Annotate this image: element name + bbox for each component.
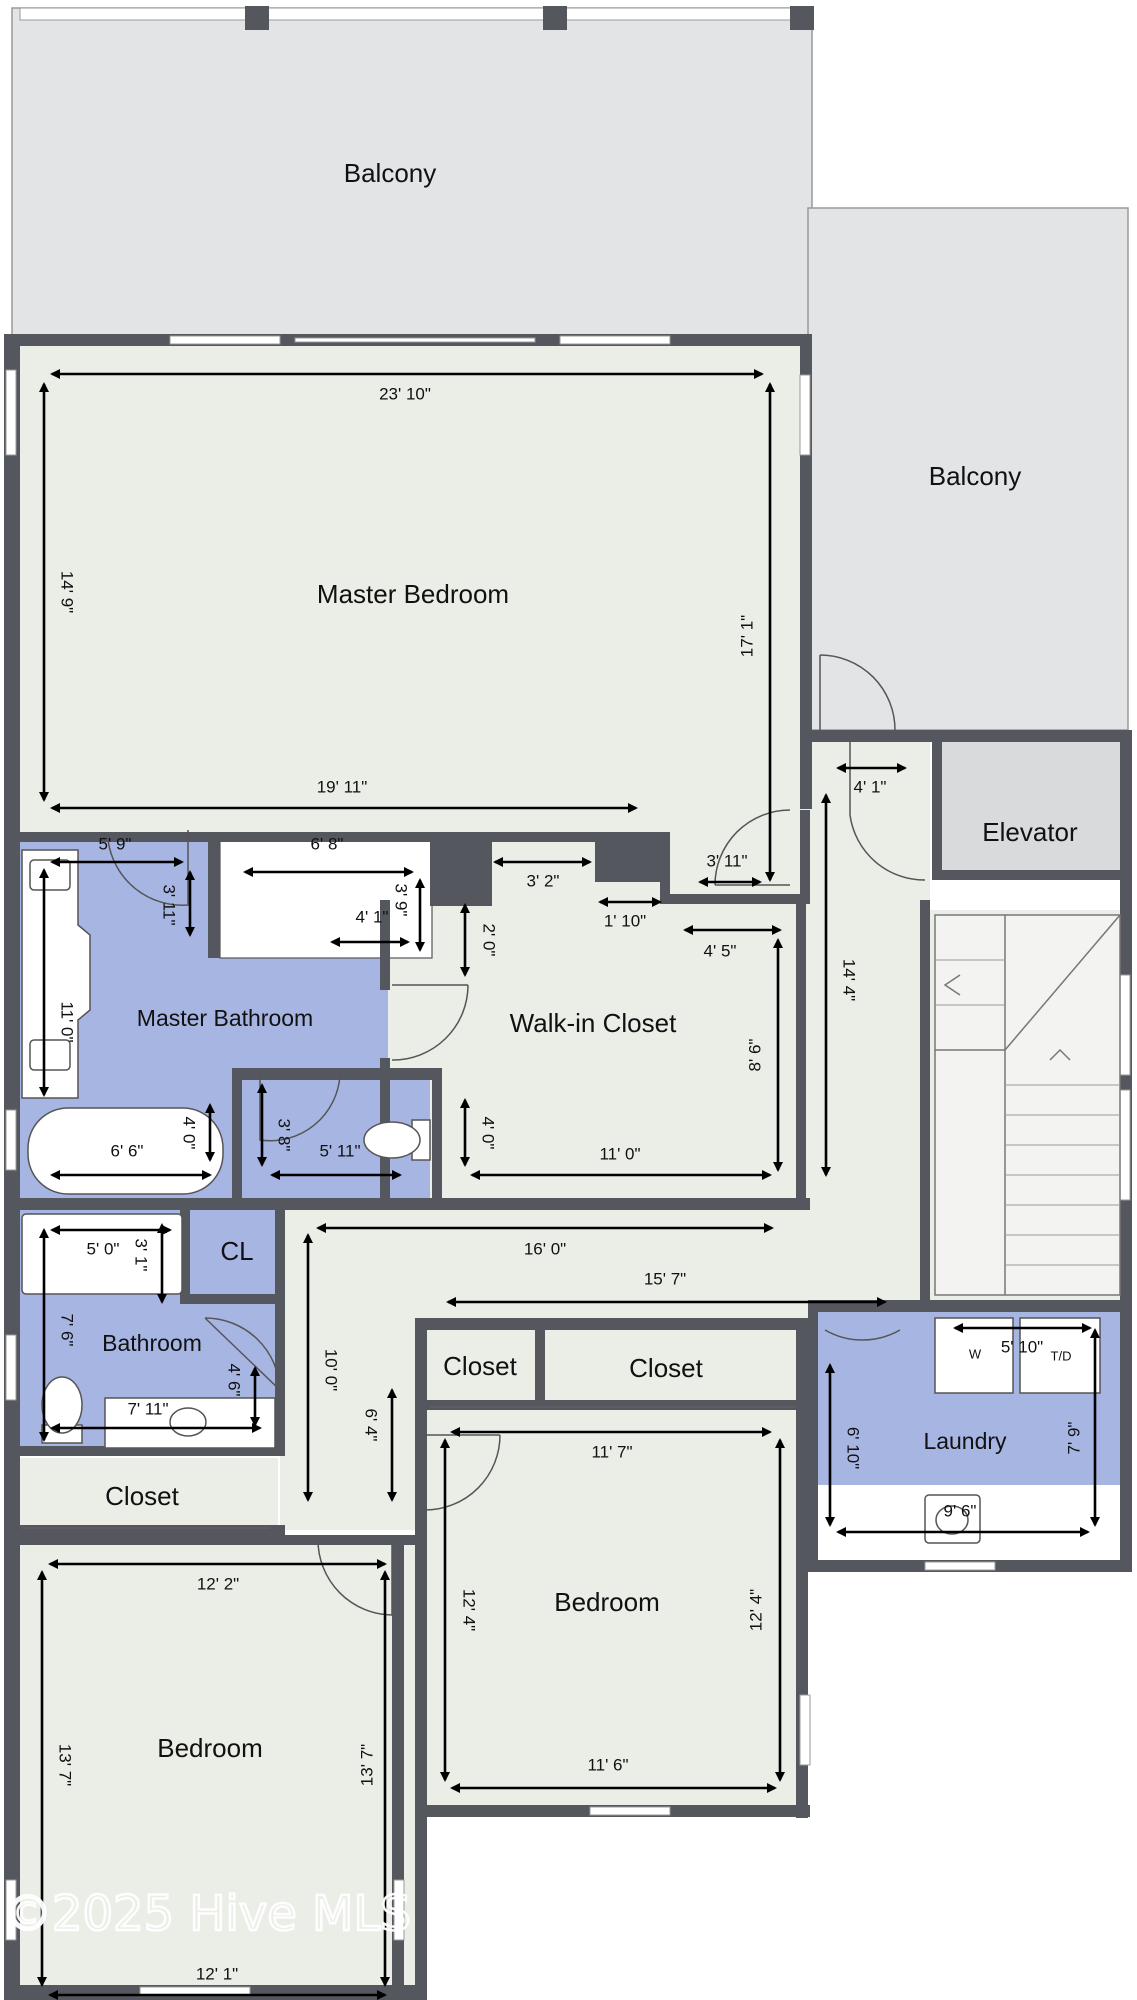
dim-mb-height-left: 14' 9" [58,571,77,613]
dim-tub-height: 4' 0" [180,1117,199,1150]
windows [5,335,1131,1996]
dim-bed-l-bottom: 12' 1" [196,1964,238,1983]
dimension-arrows [37,369,1100,2000]
dim-laundry-width: 9' 6" [944,1501,977,1520]
dim-mb-width-top: 23' 10" [379,384,431,403]
dim-bed-l-top: 12' 2" [197,1574,239,1593]
room-labels: Balcony Balcony Master Bedroom Master Ba… [102,158,1078,1763]
doors [107,654,926,1616]
room-label-balcony-right: Balcony [929,461,1022,491]
elevator-floor [938,740,1120,878]
dim-bath-height: 7' 6" [58,1314,77,1347]
room-label-balcony-top: Balcony [344,158,437,188]
room-label-closet-a: Closet [443,1351,517,1381]
dim-hall-width-top: 16' 0" [524,1239,566,1258]
dim-hall-width-bottom: 15' 7" [644,1269,686,1288]
dim-bed-r-bottom: 11' 6" [587,1755,628,1774]
room-label-elevator: Elevator [982,817,1078,847]
dim-mbath-vanity-depth: 3' 11" [160,884,179,925]
dim-laundry-right: 7' 9" [1064,1422,1083,1455]
dim-mb-height-right: 17' 1" [737,615,756,657]
dim-bath-door: 4' 6" [225,1364,244,1397]
dim-wic-right-top: 4' 5" [704,941,737,960]
dim-hall-vertical: 10' 0" [322,1349,341,1391]
label-dryer: T/D [1051,1348,1072,1363]
dim-bed-r-right: 12' 4" [746,1589,765,1631]
room-label-bathroom: Bathroom [102,1330,202,1356]
dim-wic-top: 3' 2" [527,871,560,890]
dim-wic-bottom-left: 4' 0" [479,1117,498,1150]
room-label-master-bedroom: Master Bedroom [317,579,509,609]
dimension-labels: 23' 10" 14' 9" 17' 1" 19' 11" 5' 9" 3' 1… [56,384,1084,1983]
dim-bed-r-left: 12' 4" [460,1589,479,1631]
dim-bath-vanity: 7' 11" [127,1399,168,1418]
closet-left-floor [18,1458,278,1533]
dim-wc-width: 5' 11" [319,1141,360,1160]
dim-hall-top: 4' 1" [854,777,887,796]
room-label-master-bathroom: Master Bathroom [137,1005,313,1031]
dim-shower-inner-h: 3' 9" [392,884,411,917]
dim-tub-width: 6' 6" [111,1141,144,1160]
dim-shower-width: 6' 8" [311,834,344,853]
dim-wic-notch: 1' 10" [604,911,646,930]
room-label-laundry: Laundry [923,1428,1007,1454]
staircase [934,914,1121,1296]
room-label-bedroom-left: Bedroom [157,1733,263,1763]
dim-mb-width-bottom: 19' 11" [317,777,368,796]
dim-wic-width: 11' 0" [599,1144,640,1163]
dim-laundry-top: 5' 10" [1001,1337,1043,1356]
dim-shower-inner-w: 4' 1" [356,907,389,926]
dim-laundry-height: 6' 10" [844,1427,863,1469]
dim-mbath-vanity: 5' 9" [99,834,132,853]
dim-hall-height: 14' 4" [840,959,859,1001]
room-label-closet-b: Closet [629,1353,703,1383]
room-label-walk-in-closet: Walk-in Closet [510,1008,677,1038]
dim-mbath-height: 11' 0" [58,1001,77,1042]
dim-wic-height: 8' 6" [745,1039,764,1072]
dim-bed-l-right: 13' 7" [357,1744,376,1786]
bedroom-left-floor [18,1540,416,1985]
room-label-bedroom-right: Bedroom [554,1587,660,1617]
dim-bed-r-top: 11' 7" [591,1442,632,1461]
dim-hall-door: 3' 11" [706,851,747,870]
watermark: ©2025 Hive MLS [4,1886,411,1942]
label-washer: W [969,1346,982,1361]
dim-bath-tub-w: 5' 0" [87,1239,120,1258]
master-bedroom-floor [12,338,812,838]
room-label-cl: CL [220,1236,253,1266]
dim-bath-tub-h: 3' 1" [132,1239,151,1272]
dim-hall-vertical-2: 6' 4" [362,1409,381,1442]
dim-bed-l-left: 13' 7" [56,1744,75,1786]
room-label-closet-c: Closet [105,1481,179,1511]
balcony-top-area [11,6,814,339]
dim-wc-height: 3' 8" [275,1119,294,1152]
dim-wic-left: 2' 0" [480,924,499,957]
